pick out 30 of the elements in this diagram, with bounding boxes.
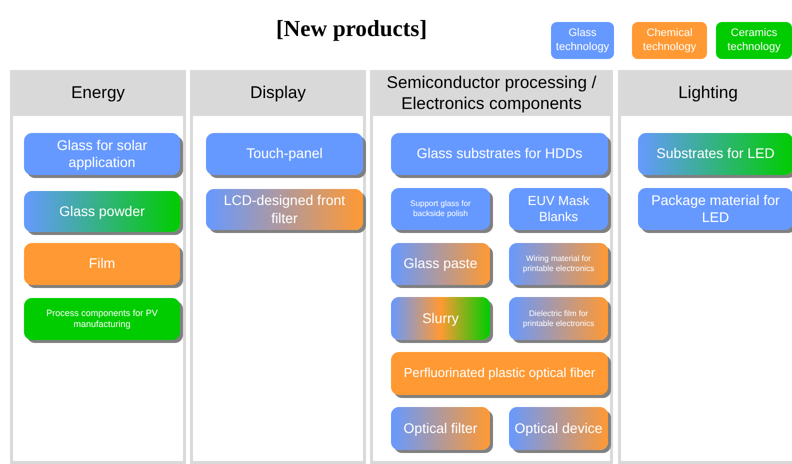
product-box: Slurry bbox=[391, 297, 490, 340]
product-box: Process components for PV manufacturing bbox=[24, 298, 180, 340]
legend-badge: Chemical technology bbox=[632, 22, 707, 59]
category-column bbox=[10, 70, 186, 464]
category-column bbox=[618, 70, 792, 464]
product-box: LCD-designed front filter bbox=[206, 189, 363, 230]
legend-badge: Ceramics technology bbox=[716, 22, 792, 59]
title: [New products] bbox=[276, 15, 427, 43]
product-box: Glass paste bbox=[391, 243, 490, 285]
column-header: Energy bbox=[10, 70, 186, 116]
product-box: Glass substrates for HDDs bbox=[391, 133, 608, 175]
column-header: Display bbox=[190, 70, 366, 116]
product-box: Dielectric film for printable electronics bbox=[509, 297, 608, 340]
product-box: Film bbox=[24, 243, 180, 285]
product-box: Glass for solar application bbox=[24, 133, 180, 175]
product-box: Optical filter bbox=[391, 407, 490, 450]
product-box: Package material for LED bbox=[638, 188, 792, 230]
product-box: Support glass for backside polish bbox=[391, 188, 490, 230]
category-column bbox=[370, 70, 613, 464]
column-header: Semiconductor processing / Electronics components bbox=[370, 70, 613, 116]
category-column bbox=[190, 70, 366, 464]
product-box: Substrates for LED bbox=[638, 133, 792, 175]
product-box: Glass powder bbox=[24, 191, 180, 232]
column-header: Lighting bbox=[618, 70, 792, 116]
legend-badge: Glass technology bbox=[551, 22, 614, 59]
product-box: Perfluorinated plastic optical fiber bbox=[391, 352, 608, 395]
product-box: Touch-panel bbox=[206, 133, 363, 175]
product-box: Wiring material for printable electronics bbox=[509, 243, 608, 285]
product-box: Optical device bbox=[509, 407, 608, 450]
product-box: EUV Mask Blanks bbox=[509, 188, 608, 230]
